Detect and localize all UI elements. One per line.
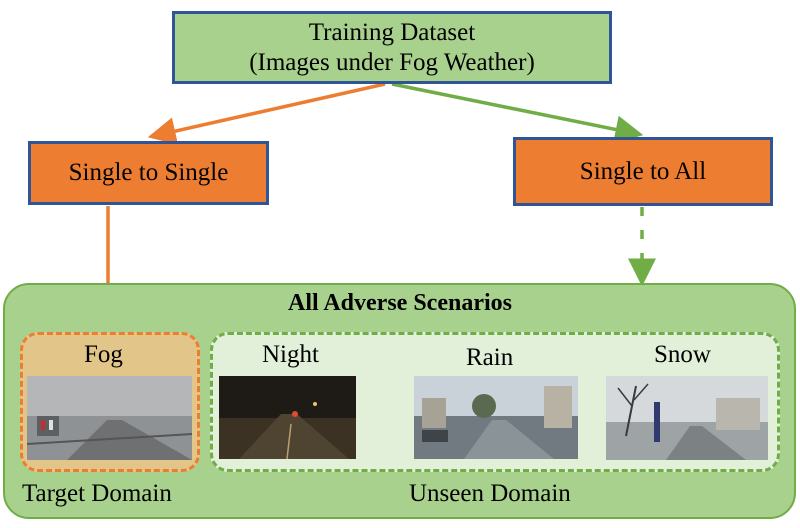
fog-label: Fog	[84, 341, 123, 368]
night-image	[219, 376, 356, 459]
target-domain-label: Target Domain	[22, 480, 172, 507]
rain-image	[414, 376, 578, 459]
snow-image	[606, 376, 768, 460]
training-dataset-subtitle: (Images under Fog Weather)	[249, 48, 535, 76]
arrow-top-to-all	[391, 82, 644, 144]
unseen-domain-label: Unseen Domain	[409, 480, 571, 507]
fog-image	[27, 376, 192, 460]
single-to-single-box: Single to Single	[28, 141, 269, 205]
night-label: Night	[262, 341, 319, 368]
arrow-top-to-single	[147, 82, 386, 145]
single-to-single-label: Single to Single	[68, 159, 229, 186]
single-to-all-box: Single to All	[513, 137, 773, 206]
rain-label: Rain	[466, 344, 514, 371]
snow-label: Snow	[654, 341, 711, 368]
training-dataset-box: Training Dataset (Images under Fog Weath…	[172, 11, 612, 84]
training-dataset-title: Training Dataset	[308, 18, 476, 46]
panel-title: All Adverse Scenarios	[288, 290, 512, 316]
single-to-all-label: Single to All	[579, 157, 707, 185]
